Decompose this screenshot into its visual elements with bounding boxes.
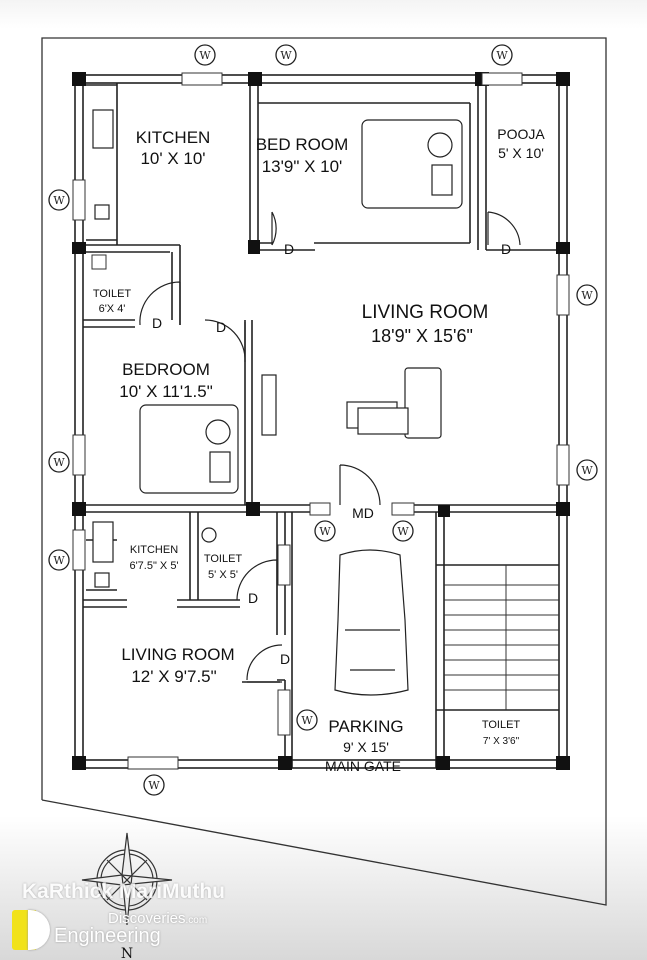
window-marker: W bbox=[48, 189, 70, 211]
svg-text:W: W bbox=[53, 554, 65, 567]
watermark-brand-bottom: Engineering bbox=[54, 925, 161, 947]
room-toilet-stair-name: TOILET bbox=[482, 719, 521, 731]
watermark-author: KaRthick MariMuthu bbox=[22, 880, 226, 903]
room-kitchen-top-size: 10' X 10' bbox=[140, 149, 205, 168]
door-label: D bbox=[152, 315, 162, 331]
room-toilet-small-name: TOILET bbox=[204, 553, 243, 565]
sink-top bbox=[94, 204, 110, 220]
room-kitchen-top-name: KITCHEN bbox=[136, 128, 211, 147]
window-marker: W bbox=[48, 549, 70, 571]
room-toilet-top-size: 6'X 4' bbox=[99, 303, 126, 315]
room-living-main-name: LIVING ROOM bbox=[362, 302, 489, 323]
door-labels: D D D D D D MD bbox=[152, 241, 511, 667]
room-toilet-top-name: TOILET bbox=[93, 288, 132, 300]
window-marker: W bbox=[576, 284, 598, 306]
door-label: D bbox=[248, 590, 258, 606]
room-bedroom-left-name: BEDROOM bbox=[122, 360, 210, 379]
svg-text:W: W bbox=[53, 194, 65, 207]
main-gate-label: MAIN GATE bbox=[325, 758, 401, 774]
svg-text:W: W bbox=[53, 456, 65, 469]
window-marker: W bbox=[194, 44, 216, 66]
room-bedroom-left-size: 10' X 11'1.5" bbox=[119, 382, 213, 401]
room-kitchen-small-name: KITCHEN bbox=[130, 544, 178, 556]
door-label: D bbox=[284, 241, 294, 257]
stove-top bbox=[92, 109, 114, 149]
svg-text:W: W bbox=[301, 714, 313, 727]
svg-text:W: W bbox=[581, 464, 593, 477]
window-marker: W bbox=[392, 520, 414, 542]
svg-text:W: W bbox=[148, 779, 160, 792]
room-toilet-small-size: 5' X 5' bbox=[208, 569, 238, 581]
room-kitchen-small-size: 6'7.5" X 5' bbox=[129, 560, 178, 572]
staircase bbox=[444, 565, 559, 710]
furniture bbox=[92, 109, 463, 696]
window-marker: W bbox=[296, 709, 318, 731]
room-living-small-size: 12' X 9'7.5" bbox=[131, 667, 216, 686]
door-swings bbox=[139, 211, 521, 683]
north-label: N bbox=[121, 946, 133, 960]
brand-logo bbox=[12, 910, 50, 950]
room-bedroom-top-name: BED ROOM bbox=[256, 135, 349, 154]
north-compass-icon bbox=[81, 832, 173, 926]
tv-unit bbox=[261, 374, 277, 436]
room-living-small-name: LIVING ROOM bbox=[121, 645, 234, 664]
main-door-label: MD bbox=[352, 505, 374, 521]
svg-text:W: W bbox=[280, 49, 292, 62]
sink-small bbox=[94, 572, 110, 588]
window-marker: W bbox=[48, 451, 70, 473]
svg-text:W: W bbox=[397, 525, 409, 538]
svg-text:W: W bbox=[496, 49, 508, 62]
stove-small bbox=[92, 521, 114, 563]
window-marker: W bbox=[314, 520, 336, 542]
toilet-seat-small bbox=[201, 527, 217, 543]
room-parking-size: 9' X 15' bbox=[343, 739, 389, 755]
window-marker: W bbox=[576, 459, 598, 481]
window-marker: W bbox=[143, 774, 165, 796]
room-pooja-name: POOJA bbox=[497, 126, 545, 142]
window-marker: W bbox=[275, 44, 297, 66]
window-marker: W bbox=[491, 44, 513, 66]
door-label: D bbox=[216, 319, 226, 335]
room-living-main-size: 18'9" X 15'6" bbox=[371, 326, 473, 346]
window-openings bbox=[72, 72, 570, 770]
car bbox=[334, 549, 409, 696]
plot-boundary bbox=[41, 37, 607, 906]
svg-text:W: W bbox=[199, 49, 211, 62]
svg-text:W: W bbox=[319, 525, 331, 538]
svg-text:W: W bbox=[581, 289, 593, 302]
sofa bbox=[404, 367, 442, 439]
room-parking-name: PARKING bbox=[328, 717, 403, 736]
room-bedroom-top-size: 13'9" X 10' bbox=[262, 157, 343, 176]
door-label: D bbox=[280, 651, 290, 667]
door-label: D bbox=[501, 241, 511, 257]
room-pooja-size: 5' X 10' bbox=[498, 145, 544, 161]
room-toilet-stair-size: 7' X 3'6" bbox=[483, 736, 520, 747]
watermark-brand-top: Discoveries.com bbox=[108, 910, 208, 927]
window-markers: W W W W W W W W W W W W bbox=[48, 44, 598, 796]
